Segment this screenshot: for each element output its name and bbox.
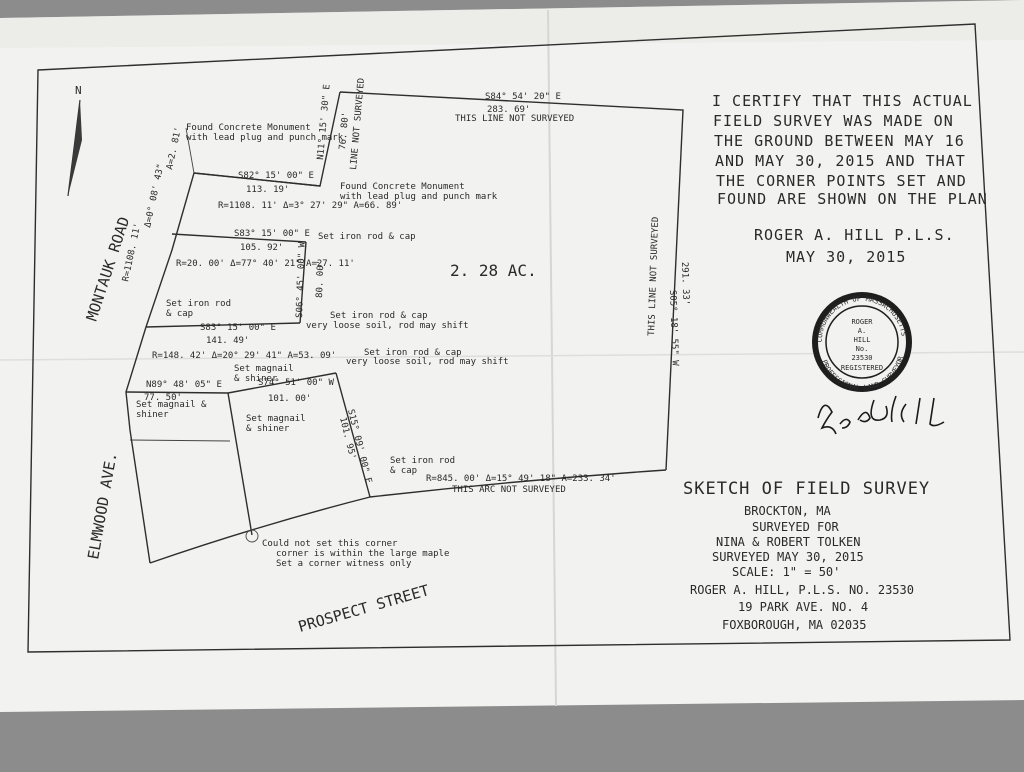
monument1-line2: with lead plug and punch mark — [186, 133, 344, 143]
iron3-line2: very loose soil, rod may shift — [306, 321, 469, 331]
cert-line-3: THE GROUND BETWEEN MAY 16 — [714, 132, 965, 150]
cert-line-2: FIELD SURVEY WAS MADE ON — [713, 112, 954, 130]
monument2-line2: with lead plug and punch mark — [340, 192, 498, 202]
right-note: THIS LINE NOT SURVEYED — [647, 217, 661, 336]
sheet-border — [27, 23, 1011, 653]
cert-line-1: I CERTIFY THAT THIS ACTUAL — [712, 92, 973, 110]
iron4-line2: very loose soil, rod may shift — [346, 357, 509, 367]
arc-note: THIS ARC NOT SURVEYED — [452, 485, 566, 495]
top-bearing: S84° 54' 20" E — [485, 92, 561, 102]
iron4-line1: Set iron rod & cap — [364, 348, 462, 358]
seal-name-2: A. — [858, 327, 866, 335]
monument1-line1: Found Concrete Monument — [186, 123, 311, 133]
iron5-line1: Set iron rod — [390, 456, 455, 466]
magnail1-line2: & shiner — [234, 374, 278, 384]
plan-city: BROCKTON, MA — [744, 504, 831, 518]
top-distance: 283. 69' — [487, 105, 530, 115]
seal-registered: REGISTERED — [841, 364, 883, 372]
corner-note-2: corner is within the large maple — [276, 549, 449, 559]
b4-bearing: N89° 48' 05" E — [146, 380, 222, 390]
magnail3-line2: & shiner — [246, 424, 290, 434]
magnail2-line2: shiner — [136, 410, 169, 420]
n-distance: 76. 80' — [338, 112, 351, 151]
north-arrow: N — [67, 84, 82, 197]
seal-number: 23530 — [851, 354, 872, 362]
monument2-line1: Found Concrete Monument — [340, 182, 465, 192]
firm-town: FOXBOROUGH, MA 02035 — [722, 618, 867, 632]
seal-name-1: ROGER — [851, 318, 873, 326]
b2-bearing: S83° 15' 00" E — [234, 229, 310, 239]
seal-name-3: HILL — [854, 336, 871, 344]
iron3-line1: Set iron rod & cap — [330, 311, 428, 321]
cert-line-4: AND MAY 30, 2015 AND THAT — [715, 152, 966, 170]
right-distance: 291. 33' — [679, 262, 691, 306]
plan-title: SKETCH OF FIELD SURVEY — [683, 479, 930, 499]
b1-distance: 113. 19' — [246, 185, 289, 195]
mid-distance: 80. 00' — [315, 260, 326, 298]
firm-name: ROGER A. HILL, P.L.S. NO. 23530 — [690, 583, 914, 597]
cert-surveyor: ROGER A. HILL P.L.S. — [754, 226, 955, 244]
iron2-line2: & cap — [166, 309, 193, 319]
area-label: 2. 28 AC. — [450, 261, 537, 280]
certification-block: I CERTIFY THAT THIS ACTUAL FIELD SURVEY … — [712, 92, 988, 266]
magnail3-line1: Set magnail — [246, 414, 306, 424]
iron5-line2: & cap — [390, 466, 417, 476]
corner-note-1: Could not set this corner — [262, 539, 398, 549]
iron1-label: Set iron rod & cap — [318, 232, 416, 242]
iron2-line1: Set iron rod — [166, 299, 231, 309]
curve2: R=20. 00' Δ=77° 40' 21" A=27. 11' — [176, 259, 355, 269]
plan-scale: SCALE: 1" = 50' — [732, 565, 840, 579]
b5-bearing: S74° 51' 00" W — [258, 378, 334, 388]
parcel-lines — [125, 91, 684, 564]
arc-values: R=845. 00' Δ=15° 49' 18" A=233. 34' — [426, 474, 616, 484]
firm-address: 19 PARK AVE. NO. 4 — [738, 600, 868, 614]
b5-distance: 101. 00' — [268, 394, 311, 404]
magnail2-line1: Set magnail & — [136, 400, 207, 410]
magnail1-line1: Set magnail — [234, 364, 294, 374]
cert-line-5: THE CORNER POINTS SET AND — [716, 172, 967, 190]
surveyor-seal: COMMONWEALTH OF MASSACHUSETTS PROFESSION… — [812, 292, 912, 392]
right-bearing: S05° 18' 55" W — [667, 290, 680, 367]
surveyed-for-label: SURVEYED FOR — [752, 520, 839, 534]
maple-corner-marker — [245, 529, 259, 543]
client-name: NINA & ROBERT TOLKEN — [716, 535, 861, 549]
cert-line-6: FOUND ARE SHOWN ON THE PLAN — [717, 190, 988, 208]
seal-no-label: No. — [856, 345, 869, 353]
corner-note-3: Set a corner witness only — [276, 559, 412, 569]
b4-distance: 77. 50' — [144, 393, 182, 403]
curve1: R=1108. 11' Δ=3° 27' 29" A=66. 89' — [218, 201, 402, 211]
curve3: R=148. 42' Δ=20° 29' 41" A=53. 09' — [152, 351, 336, 361]
title-block: SKETCH OF FIELD SURVEY BROCKTON, MA SURV… — [683, 479, 930, 632]
b3-bearing: S83° 15' 00" E — [200, 323, 276, 333]
surveyed-date: SURVEYED MAY 30, 2015 — [712, 550, 864, 564]
b2-distance: 105. 92' — [240, 243, 283, 253]
signature — [817, 395, 945, 435]
b3-distance: 141. 49' — [206, 336, 249, 346]
b1-bearing: S82° 15' 00" E — [238, 171, 314, 181]
north-label: N — [75, 84, 82, 97]
cert-date: MAY 30, 2015 — [786, 248, 906, 266]
mid-bearing: S06° 45' 00" W — [295, 241, 308, 318]
top-note: THIS LINE NOT SURVEYED — [455, 114, 574, 124]
